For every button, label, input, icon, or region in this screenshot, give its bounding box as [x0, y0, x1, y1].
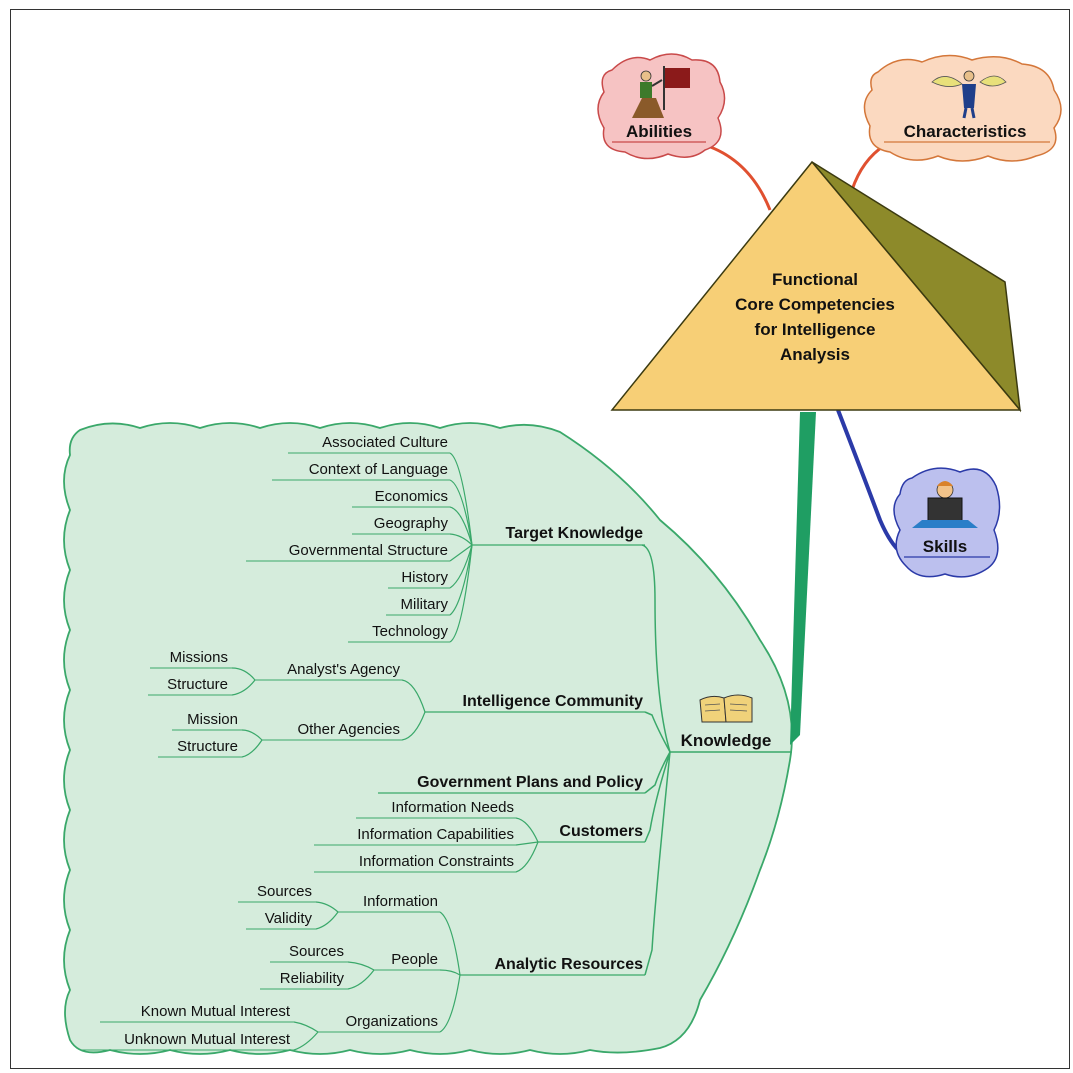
connector-abilities	[704, 143, 772, 211]
pyramid-title-line-1: Functional	[772, 270, 858, 289]
other-agencies-label: Other Agencies	[297, 721, 400, 738]
other-agencies-mission: Mission	[187, 711, 238, 728]
computer-user-icon	[912, 481, 978, 528]
intelligence-community-connectors	[231, 667, 426, 758]
people-sources: Sources	[289, 943, 344, 960]
tk-item-associated-culture: Associated Culture	[322, 434, 448, 451]
diagram-frame	[10, 9, 1070, 1069]
pyramid-front	[610, 160, 1022, 411]
target-knowledge-label: Target Knowledge	[506, 525, 644, 542]
analysts-agency-structure: Structure	[167, 676, 228, 693]
organizations-known-mutual-interest: Known Mutual Interest	[141, 1003, 291, 1020]
customers-label: Customers	[559, 823, 643, 840]
pyramid-title-line-4: Analysis	[780, 345, 850, 364]
other-agencies-structure: Structure	[177, 738, 238, 755]
intelligence-community-label: Intelligence Community	[463, 693, 644, 710]
knowledge-label: Knowledge	[681, 731, 772, 750]
open-book-icon	[699, 694, 753, 723]
connector-characteristics	[850, 143, 886, 191]
knowledge-cloud	[63, 422, 793, 1055]
flag-climber-icon	[632, 66, 690, 118]
pyramid-title-line-3: for Intelligence	[755, 320, 876, 339]
customers-information-constraints: Information Constraints	[359, 853, 514, 870]
government-plans-label: Government Plans and Policy	[417, 774, 643, 791]
target-knowledge-connectors	[449, 452, 473, 643]
analytic-resources-connectors	[293, 901, 461, 1051]
angel-figure-icon	[931, 70, 1007, 119]
characteristics-label: Characteristics	[904, 122, 1027, 141]
skills-label: Skills	[923, 537, 967, 556]
organizations-label: Organizations	[345, 1013, 438, 1030]
characteristics-cloud	[863, 54, 1062, 162]
customers-information-capabilities: Information Capabilities	[357, 826, 514, 843]
people-label: People	[391, 951, 438, 968]
tk-item-economics: Economics	[375, 488, 448, 505]
tk-item-geography: Geography	[374, 515, 449, 532]
organizations-unknown-mutual-interest: Unknown Mutual Interest	[124, 1031, 291, 1048]
customers-connectors	[515, 817, 539, 873]
tk-item-governmental-structure: Governmental Structure	[289, 542, 448, 559]
analysts-agency-missions: Missions	[170, 649, 228, 666]
pyramid-title-line-2: Core Competencies	[735, 295, 895, 314]
tk-item-history: History	[401, 569, 448, 586]
tk-item-context-of-language: Context of Language	[309, 461, 448, 478]
people-reliability: Reliability	[280, 970, 345, 987]
information-sources: Sources	[257, 883, 312, 900]
analysts-agency-label: Analyst's Agency	[287, 661, 400, 678]
abilities-label: Abilities	[626, 122, 692, 141]
tk-item-technology: Technology	[372, 623, 448, 640]
knowledge-branch-connectors	[641, 544, 671, 976]
connector-knowledge	[790, 412, 816, 745]
information-validity: Validity	[265, 910, 313, 927]
tk-item-military: Military	[401, 596, 449, 613]
customers-information-needs: Information Needs	[391, 799, 514, 816]
information-label: Information	[363, 893, 438, 910]
analytic-resources-label: Analytic Resources	[494, 956, 643, 973]
abilities-cloud	[597, 53, 726, 160]
